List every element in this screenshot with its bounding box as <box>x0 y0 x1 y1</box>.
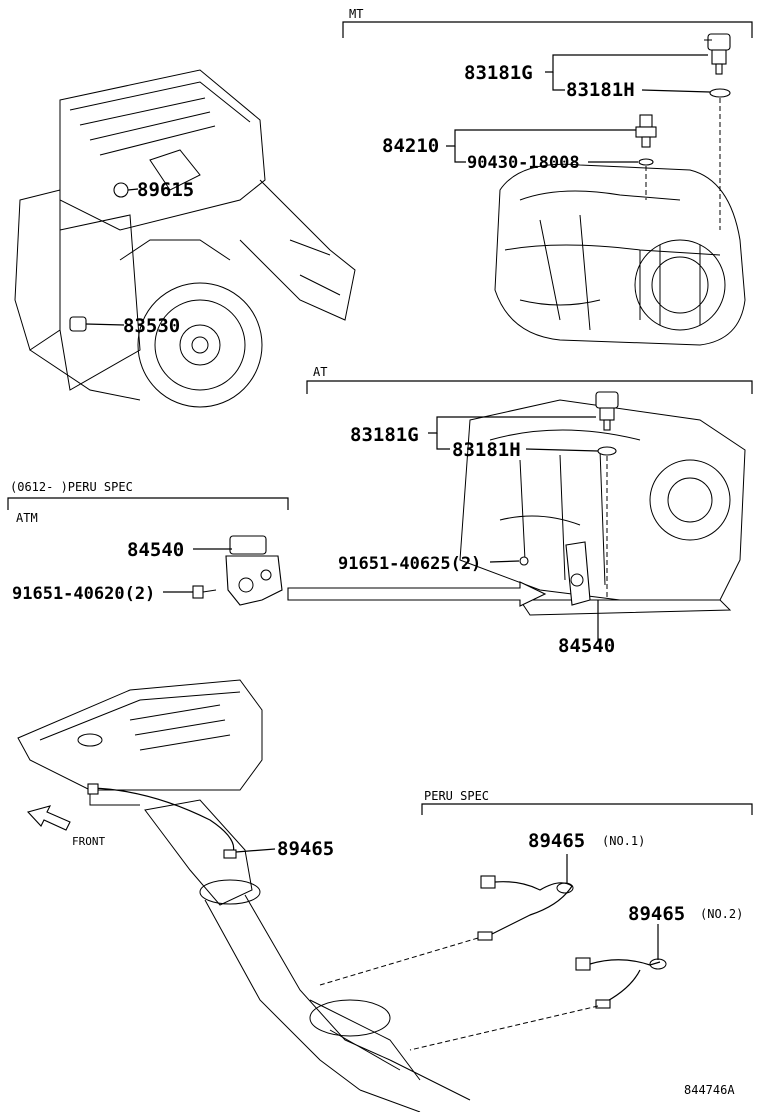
at-bracket <box>306 380 753 394</box>
label-83181g-mt: 83181G <box>464 62 533 84</box>
o2-sensor-connector <box>87 783 99 795</box>
peru-atm-header: (0612- )PERU SPEC <box>10 480 133 494</box>
note-89465-no1: (NO.1) <box>602 834 645 848</box>
at-section-label: AT <box>313 365 327 379</box>
engine-drawing: 89615 83530 <box>14 69 356 408</box>
atm-label: ATM <box>16 511 38 525</box>
cylinder-head-drawing <box>17 679 263 806</box>
o2-sensor-wire <box>91 787 235 856</box>
atm-section: (0612- )PERU SPEC ATM 84540 91651-40620(… <box>7 480 547 607</box>
label-83530: 83530 <box>123 315 180 337</box>
leader-83181g-mt <box>545 54 708 73</box>
o-ring-mt <box>709 88 731 98</box>
leader-83181h-at <box>525 448 599 452</box>
figure-id: 844746A <box>684 1083 735 1097</box>
mt-transmission-drawing <box>494 163 746 346</box>
label-84540-at: 84540 <box>558 635 615 657</box>
label-84540-atm: 84540 <box>127 539 184 561</box>
leader-84210 <box>446 129 636 147</box>
speed-sensor-mt <box>704 33 731 75</box>
at-section: AT 83181G 83181H 91651-4 <box>306 365 753 657</box>
peru-spec-label: PERU SPEC <box>424 789 489 803</box>
leader-83530 <box>85 323 125 326</box>
exhaust-pipe-drawing <box>144 799 471 1112</box>
leader-83181h-mt-bracket <box>552 72 565 91</box>
leader-90430-bracket <box>454 146 466 163</box>
neutral-switch-atm <box>225 535 283 606</box>
leader-89465-main <box>235 848 276 853</box>
label-90430: 90430-18008 <box>467 153 580 173</box>
label-84210: 84210 <box>382 135 439 157</box>
gasket-mt <box>638 158 654 166</box>
front-arrow-icon <box>26 805 71 831</box>
mt-bracket <box>342 21 753 38</box>
label-89465-no1: 89465 <box>528 830 585 852</box>
label-91651-atm: 91651-40620(2) <box>12 584 155 604</box>
sensor-89615 <box>113 182 129 198</box>
label-83181g-at: 83181G <box>350 424 419 446</box>
neutral-switch-at <box>565 541 591 606</box>
exhaust-section: 89465 FRONT PERU SPEC 89465 (NO.1) 89465… <box>17 679 753 1112</box>
bolt-atm <box>192 585 217 599</box>
o-ring-at <box>597 446 617 456</box>
leader-83181g-at <box>428 416 596 434</box>
label-83181h-mt: 83181H <box>566 79 635 101</box>
peru-atm-bracket <box>7 497 289 510</box>
speed-sensor-at <box>595 391 619 431</box>
sensor-83530 <box>69 316 87 332</box>
label-83181h-at: 83181H <box>452 439 521 461</box>
o2-sensor-no2 <box>575 957 667 1009</box>
o2-sensor-no1 <box>477 875 574 941</box>
reference-arrow <box>287 581 547 607</box>
leader-83181h-at-bracket <box>436 433 450 450</box>
label-89465-main: 89465 <box>277 838 334 860</box>
leader-91651-at <box>489 560 520 563</box>
o2-sensor-tip <box>223 849 237 859</box>
label-89615: 89615 <box>137 179 194 201</box>
no1-dashline <box>319 937 479 986</box>
note-89465-no2: (NO.2) <box>700 907 743 921</box>
peru-spec-bracket <box>421 803 753 815</box>
mt-section: MT <box>342 7 753 346</box>
bolt-at <box>519 556 529 566</box>
label-89465-no2: 89465 <box>628 903 685 925</box>
leader-89615 <box>127 188 139 191</box>
switch-84210 <box>635 114 657 148</box>
leader-83181h-mt <box>641 89 711 93</box>
front-label: FRONT <box>72 835 105 848</box>
mt-section-label: MT <box>349 7 363 21</box>
label-91651-at: 91651-40625(2) <box>338 554 481 574</box>
at-transmission-drawing <box>459 399 746 616</box>
no2-dashline <box>409 1005 599 1051</box>
